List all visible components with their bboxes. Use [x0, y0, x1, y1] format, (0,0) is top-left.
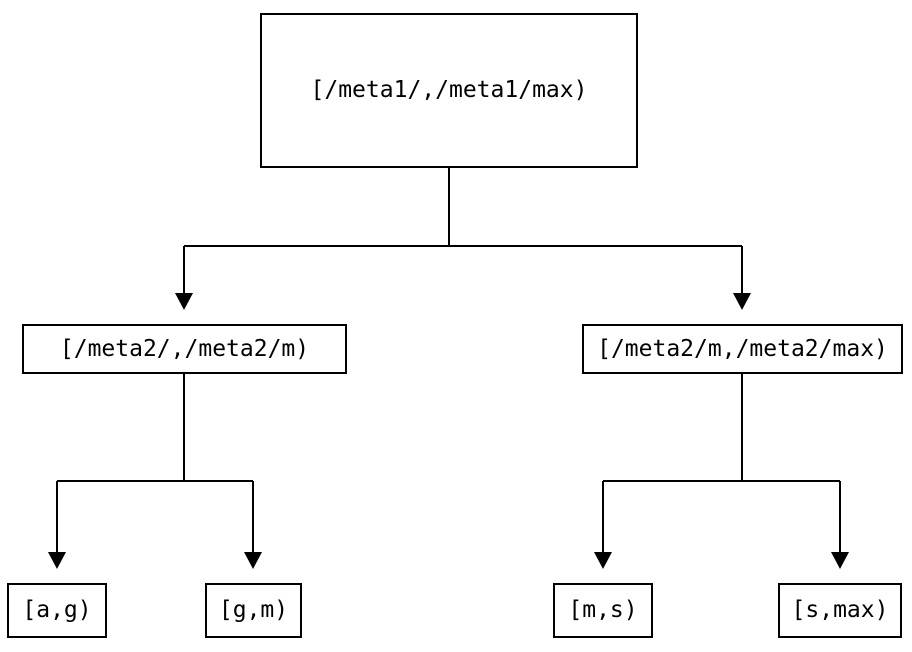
tree-leaf-smax: [s,max)	[778, 583, 902, 638]
tree-node-meta2-high: [/meta2/m,/meta2/max)	[582, 324, 903, 374]
arrow-down-icon	[594, 552, 612, 569]
arrow-down-icon	[733, 293, 751, 310]
arrow-down-icon	[831, 552, 849, 569]
tree-leaf-ag: [a,g)	[7, 583, 107, 638]
tree-leaf-smax-label: [s,max)	[791, 597, 889, 623]
edge-root-to-meta2	[175, 168, 751, 310]
tree-leaf-gm: [g,m)	[205, 583, 302, 638]
tree-leaf-ag-label: [a,g)	[22, 597, 92, 623]
edge-meta2-low-to-leaves	[48, 374, 262, 569]
arrow-down-icon	[175, 293, 193, 310]
tree-node-root: [/meta1/,/meta1/max)	[260, 13, 638, 168]
tree-node-meta2-low: [/meta2/,/meta2/m)	[22, 324, 347, 374]
tree-leaf-gm-label: [g,m)	[218, 597, 289, 623]
edge-meta2-high-to-leaves	[594, 374, 849, 569]
tree-node-meta2-high-label: [/meta2/m,/meta2/max)	[597, 335, 888, 362]
arrow-down-icon	[244, 552, 262, 569]
tree-leaf-ms: [m,s)	[553, 583, 653, 638]
tree-node-meta2-low-label: [/meta2/,/meta2/m)	[59, 335, 310, 362]
tree-leaf-ms-label: [m,s)	[568, 597, 638, 623]
tree-node-root-label: [/meta1/,/meta1/max)	[310, 77, 588, 103]
arrow-down-icon	[48, 552, 66, 569]
